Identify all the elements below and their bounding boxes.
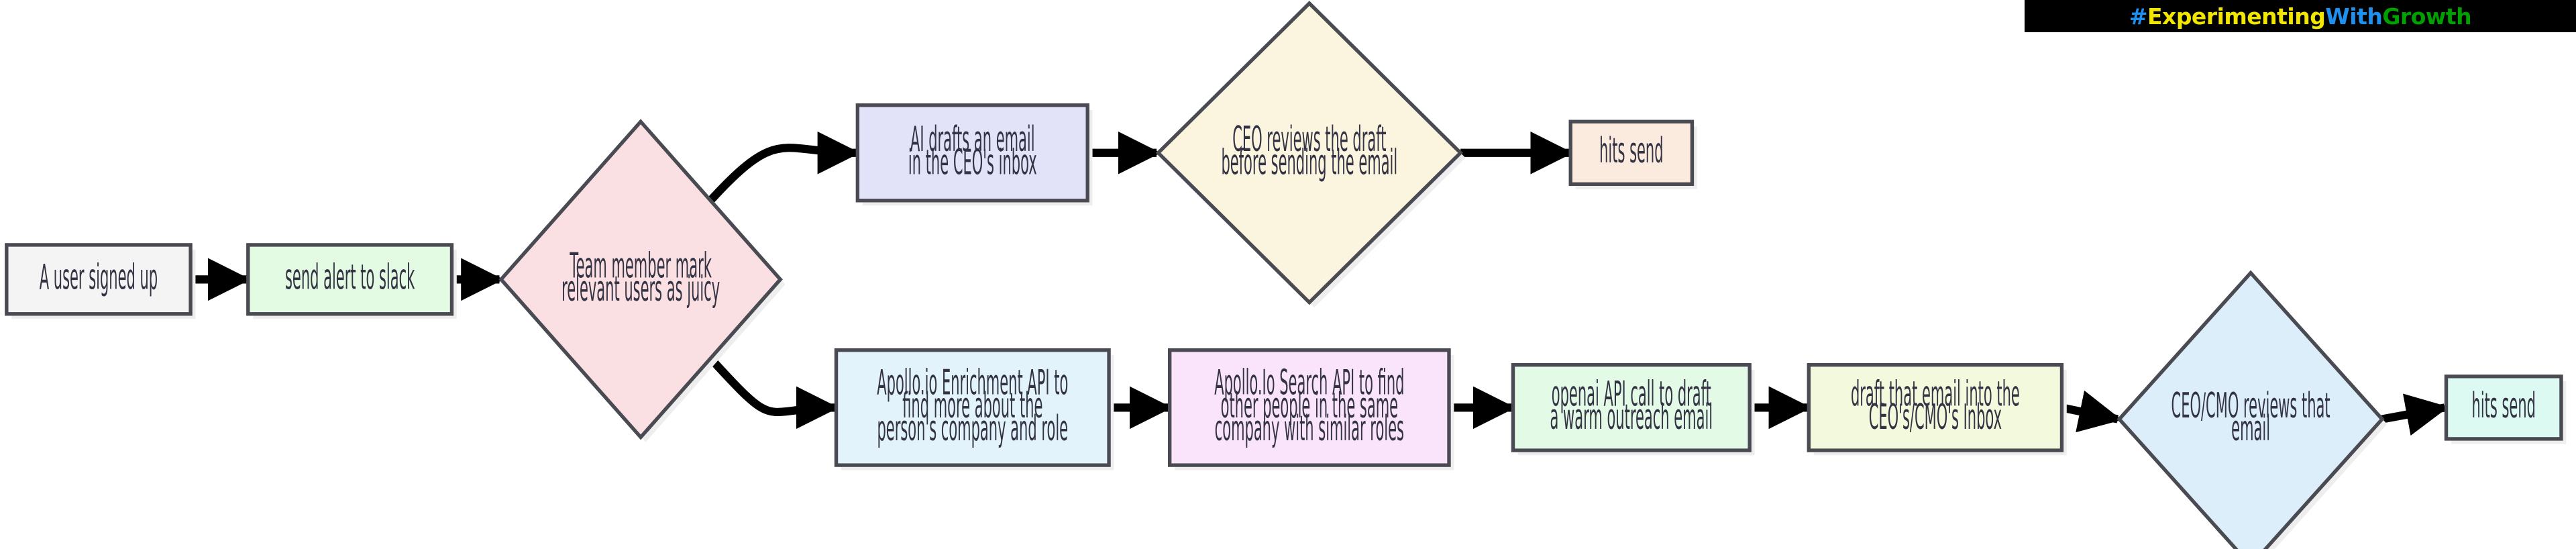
node-label-line: relevant users as juicy [561,269,720,309]
flow-edge-n3-to-n7 [707,355,839,430]
node-rect[interactable] [246,243,454,316]
watermark-hash: # [2129,3,2148,30]
node-label-line: before sending the email [1221,143,1397,183]
flow-edge-n10-to-n11 [2061,390,2122,433]
node-rect[interactable] [1807,363,2064,452]
watermark-text: #ExperimentingWithGrowth [2129,3,2472,30]
node-label-line: find more about the [902,386,1042,426]
node-rect[interactable] [1568,119,1695,186]
node-rect[interactable] [5,243,193,316]
node-rect[interactable] [1167,348,1451,467]
node-label-line: send alert to slack [285,258,415,297]
node-label-line: A user signed up [40,258,158,297]
node-label: A user signed up [40,258,158,297]
flow-node-n2[interactable]: send alert to slack [246,243,457,319]
node-diamond[interactable] [498,119,783,440]
watermark-part-growth: Growth [2382,3,2472,30]
nodes-layer: A user signed up send alert to slack Team … [5,1,2567,549]
node-label: send alert to slack [285,258,415,297]
node-rect[interactable] [855,103,1089,203]
node-label-line: AI drafts an email [910,120,1035,160]
node-label: hits send [1599,132,1663,171]
node-rect[interactable] [834,348,1111,467]
flow-node-n6[interactable]: hits send [1568,119,1697,189]
node-label-line: Apollo.Io Search API to find [1214,363,1404,403]
flow-edge-n3-to-n4 [707,131,861,203]
node-rect[interactable] [2444,375,2563,441]
node-label-line: email [2231,409,2270,449]
node-rect[interactable] [1511,363,1752,452]
node-label: hits send [2472,386,2536,426]
node-label-line: in the CEO's inbox [908,143,1037,183]
node-label-line: Apollo.io Enrichment API to [877,363,1068,403]
node-label-line: hits send [2472,386,2536,426]
node-label-line: CEO's/CMO's Inbox [1869,397,2002,437]
node-diamond[interactable] [2116,270,2385,549]
node-diamond[interactable] [1155,1,1463,305]
node-label-line: Team member mark [570,246,712,286]
node-label-line: company with similar roles [1215,409,1404,449]
node-label-line: person's company and role [877,409,1068,449]
node-label-line: other people in the same [1221,386,1398,426]
node-label-line: CEO reviews the draft [1232,120,1386,160]
node-label-line: hits send [1599,132,1663,171]
node-label-line: openai API call to draft [1552,375,1711,414]
watermark-banner: #ExperimentingWithGrowth [2025,0,2576,32]
edges-layer [191,131,2449,436]
flow-node-n1[interactable]: A user signed up [5,243,196,319]
flow-edge-n11-to-n12 [2381,393,2449,436]
node-label-line: a warm outreach email [1550,397,1713,437]
watermark-part-experimenting: Experimenting [2147,3,2326,30]
flow-node-n12[interactable]: hits send [2444,375,2567,444]
watermark-part-with: With [2325,3,2383,30]
node-label-line: draft that email into the [1851,375,2020,414]
node-label-line: CEO/CMO reviews that [2171,386,2330,426]
